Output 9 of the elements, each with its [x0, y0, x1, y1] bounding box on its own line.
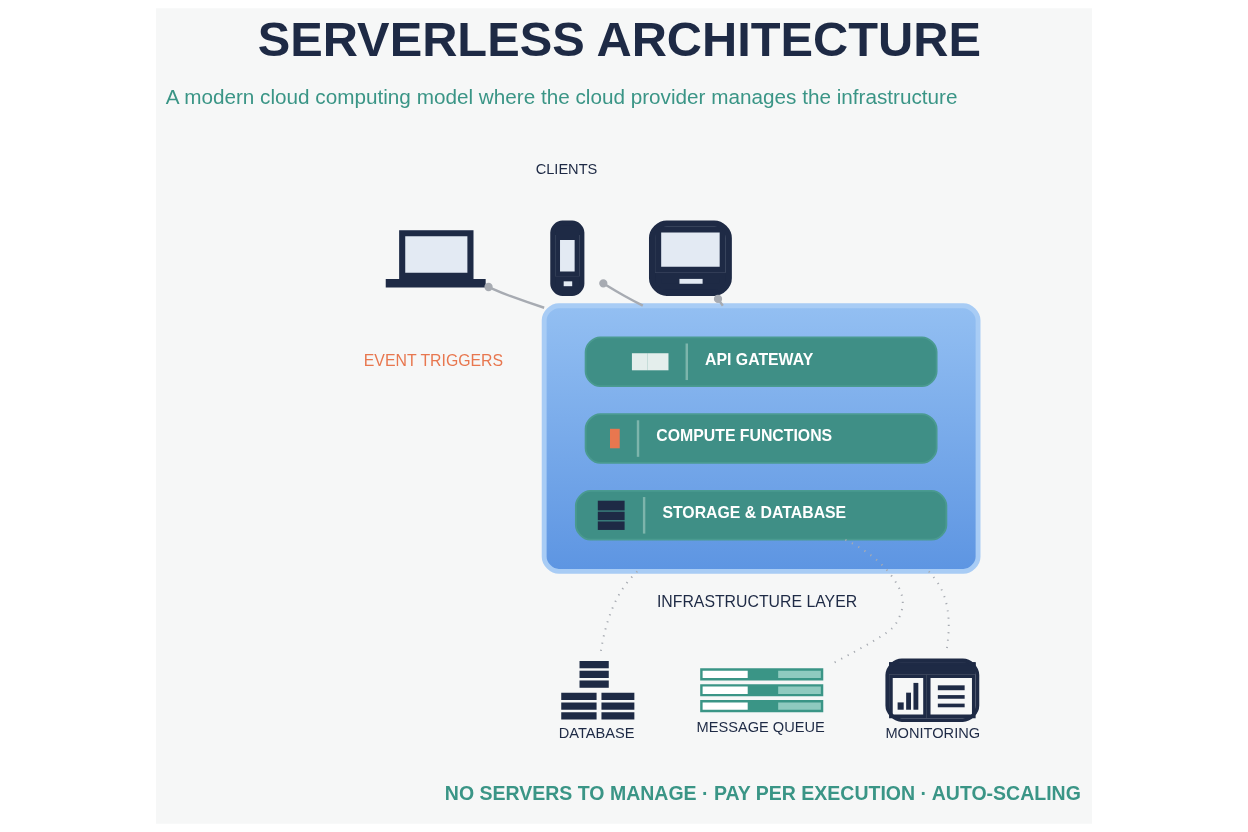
- diagram-title: SERVERLESS ARCHITECTURE: [257, 11, 981, 66]
- caption: NO SERVERS TO MANAGE · PAY PER EXECUTION · AUTO-SCALING: [444, 782, 1081, 805]
- node-label: DATABASE: [558, 725, 635, 742]
- label: A modern cloud computing model where the cloud provider manages the infrastructure: [165, 84, 958, 108]
- label: INFRASTRUCTURE LAYER: [656, 593, 858, 611]
- label: EVENT TRIGGERS: [363, 351, 504, 369]
- node-label: MESSAGE QUEUE: [696, 719, 825, 736]
- label: CLIENTS: [535, 161, 598, 178]
- node-label: MONITORING: [885, 725, 981, 742]
